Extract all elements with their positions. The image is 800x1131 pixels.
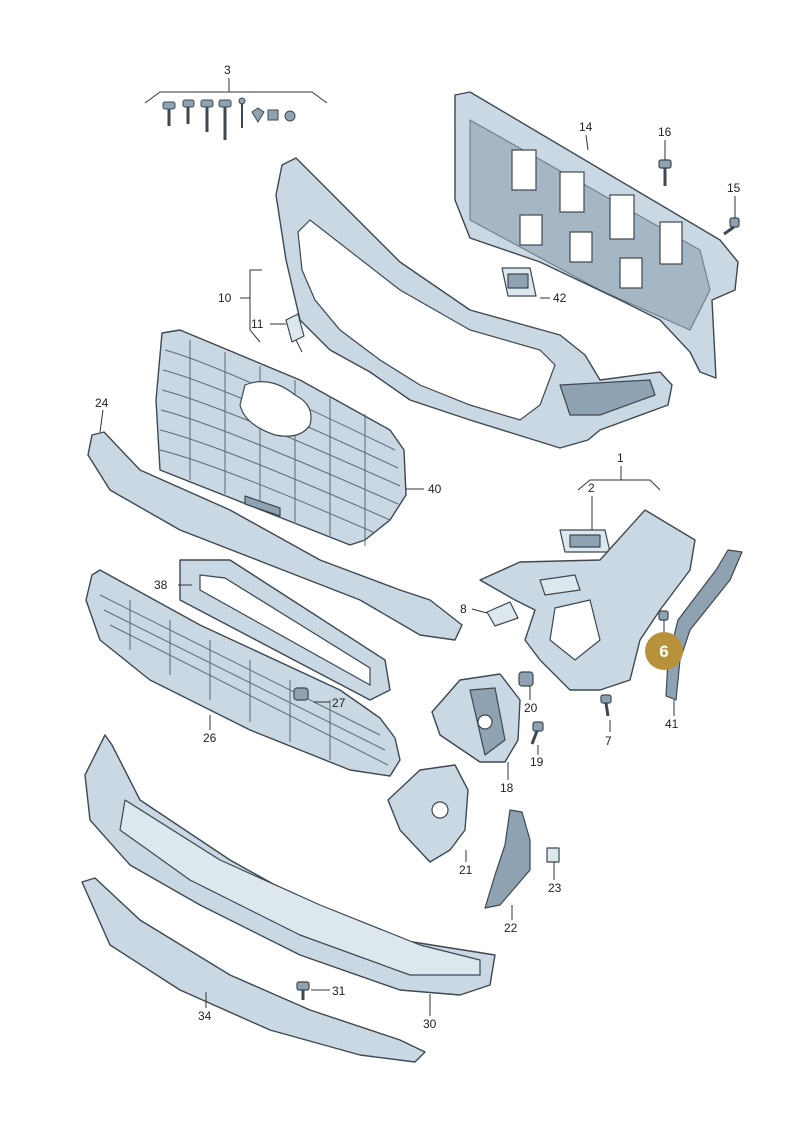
label-26: 26 <box>203 731 217 745</box>
label-19: 19 <box>530 755 544 769</box>
fog-light-bracket <box>431 673 521 763</box>
clip-42 <box>501 267 537 297</box>
label-8: 8 <box>460 602 467 616</box>
label-20: 20 <box>524 701 538 715</box>
lock-carrier <box>454 91 739 379</box>
part-number-labels: 3 14 16 15 42 10 11 24 40 1 2 38 8 7 41 … <box>95 63 741 1031</box>
nut-20 <box>518 671 534 687</box>
screw-31 <box>296 981 310 1000</box>
label-27: 27 <box>332 696 346 710</box>
label-38: 38 <box>154 578 168 592</box>
label-41: 41 <box>665 717 679 731</box>
cap-11 <box>285 313 305 353</box>
bracket-38 <box>179 559 391 701</box>
label-31: 31 <box>332 984 346 998</box>
label-23: 23 <box>548 881 562 895</box>
label-22: 22 <box>504 921 518 935</box>
label-2: 2 <box>588 481 595 495</box>
bumper-side-section <box>479 509 696 691</box>
corner-trim <box>484 809 531 909</box>
clip-23 <box>546 847 560 863</box>
cap-8 <box>486 601 519 627</box>
grille-frame <box>275 157 673 449</box>
label-18: 18 <box>500 781 514 795</box>
label-24: 24 <box>95 396 109 410</box>
bumper-cover <box>84 734 496 996</box>
highlight-badge[interactable] <box>645 632 683 670</box>
label-16: 16 <box>658 125 672 139</box>
label-40: 40 <box>428 482 442 496</box>
label-11: 11 <box>251 317 264 331</box>
highlight-number: 6 <box>659 642 668 661</box>
radiator-grille <box>155 329 407 546</box>
label-42: 42 <box>553 291 567 305</box>
lower-grille <box>85 569 401 777</box>
label-10: 10 <box>218 291 232 305</box>
cover-2 <box>559 529 611 553</box>
label-30: 30 <box>423 1017 437 1031</box>
trim-strip <box>87 431 463 641</box>
bolt-16 <box>658 159 672 186</box>
label-1: 1 <box>617 451 624 465</box>
cover-21 <box>387 764 469 863</box>
label-7: 7 <box>605 734 612 748</box>
callouts <box>99 134 736 1016</box>
screw-19 <box>530 721 544 745</box>
lower-spoiler <box>81 877 426 1063</box>
screw-15 <box>723 217 740 236</box>
label-21: 21 <box>459 863 473 877</box>
nut-27 <box>293 687 309 701</box>
highlight-callout-6[interactable]: 6 <box>645 632 683 670</box>
clip-6 <box>658 610 669 621</box>
screw-7 <box>600 694 612 717</box>
label-34: 34 <box>198 1009 212 1023</box>
screw-kit <box>144 78 328 140</box>
side-strip <box>665 549 743 701</box>
label-14: 14 <box>579 120 593 134</box>
label-3: 3 <box>224 63 231 77</box>
label-15: 15 <box>727 181 741 195</box>
